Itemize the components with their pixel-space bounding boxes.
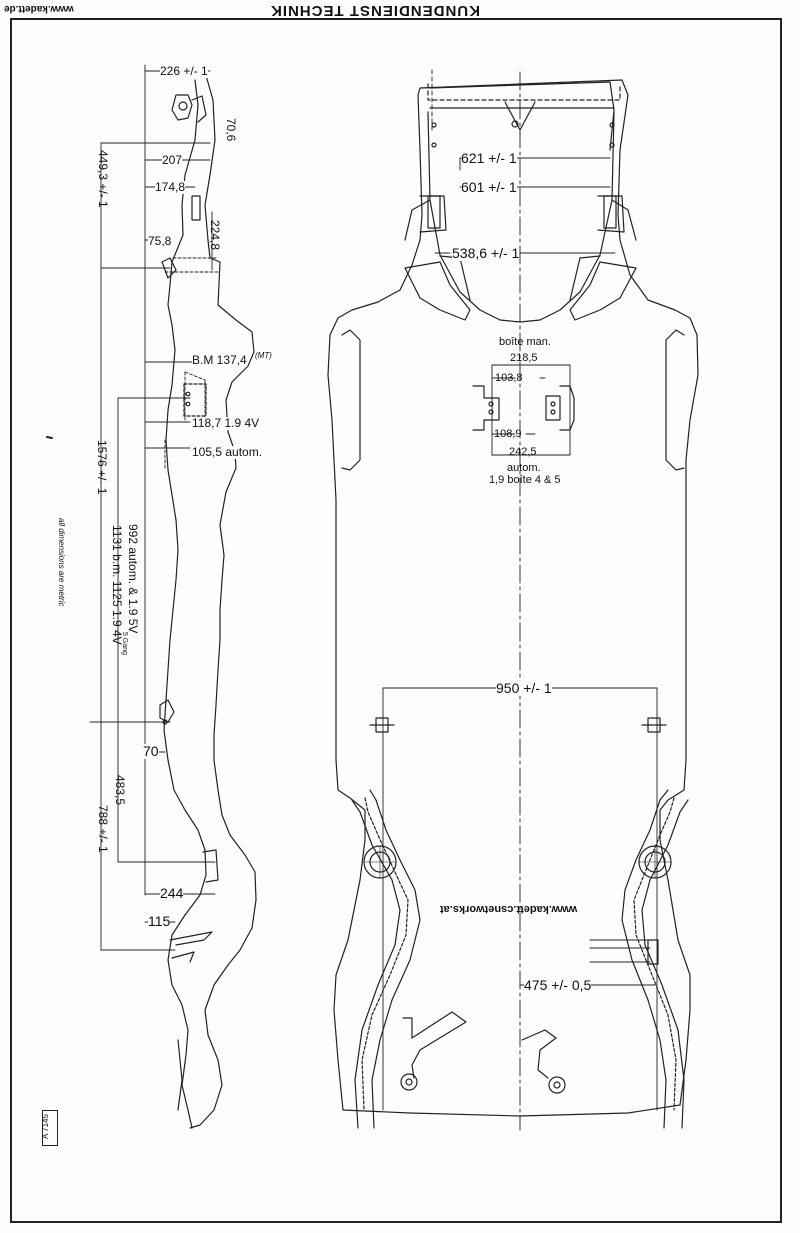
dim-950: 950 +/- 1 — [496, 680, 552, 696]
drawing-border — [10, 18, 782, 1223]
dim-449-3: 449,3 +/- 1 — [96, 150, 110, 208]
dim-174-8: 174,8 — [155, 180, 186, 194]
metric-note: all dimensions are metric — [57, 518, 66, 607]
side-rail-profile — [159, 71, 257, 1129]
drawing-number-stamp: A 7145 — [40, 1110, 58, 1146]
label-autom: autom. — [507, 462, 541, 474]
floor-pan-outline — [327, 79, 699, 1117]
dim-226: 226 +/- 1 — [160, 64, 208, 78]
dim-75-8: 75,8 — [148, 234, 172, 248]
dim-70-6: 70,6 — [224, 118, 238, 142]
dim-621: 621 +/- 1 — [461, 150, 517, 166]
dim-115: 115 — [148, 913, 171, 929]
dim-bm-137-4: B.M 137,4 — [192, 353, 247, 367]
dim-108-9: 108,9 — [494, 428, 522, 440]
dim-483-5: 483,5 — [113, 775, 127, 806]
dim-224-8: 224,8 — [208, 220, 222, 251]
watermark-url: www.kadett.csnetworks.at — [440, 903, 578, 915]
dim-538-6: 538,6 +/- 1 — [452, 245, 520, 261]
dim-70: 70 — [143, 743, 159, 759]
dim-103-8: 103,8 — [495, 372, 523, 384]
drawing-number: A 7145 — [40, 1114, 50, 1139]
dim-475: 475 +/- 0,5 — [524, 977, 592, 993]
dim-242-5: 242,5 — [509, 446, 537, 458]
dim-1131: 1131 b.m. 1125 1.9 4V — [110, 525, 124, 645]
dim-118-7: 118,7 1.9 4V — [192, 416, 260, 430]
rear-longitudinal-rails — [351, 789, 689, 1129]
dim-992: 992 autom. & 1.9 5V — [126, 524, 140, 634]
top-view-guide-lines — [382, 69, 658, 1131]
dim-207: 207 — [162, 153, 183, 167]
dim-244: 244 — [160, 885, 184, 901]
dim-105-5: 105,5 autom. — [192, 445, 263, 459]
dim-mt-note: (MT) — [255, 351, 272, 360]
dim-788: 788 +/- 1 — [96, 805, 110, 853]
dim-1576: 1576 +/- 1 — [95, 440, 109, 495]
dim-601: 601 +/- 1 — [461, 179, 517, 195]
label-boite-4-5: 1,9 boîte 4 & 5 — [489, 474, 561, 486]
label-boite-man: boîte man. — [499, 336, 551, 348]
dim-218-5: 218,5 — [510, 352, 538, 364]
